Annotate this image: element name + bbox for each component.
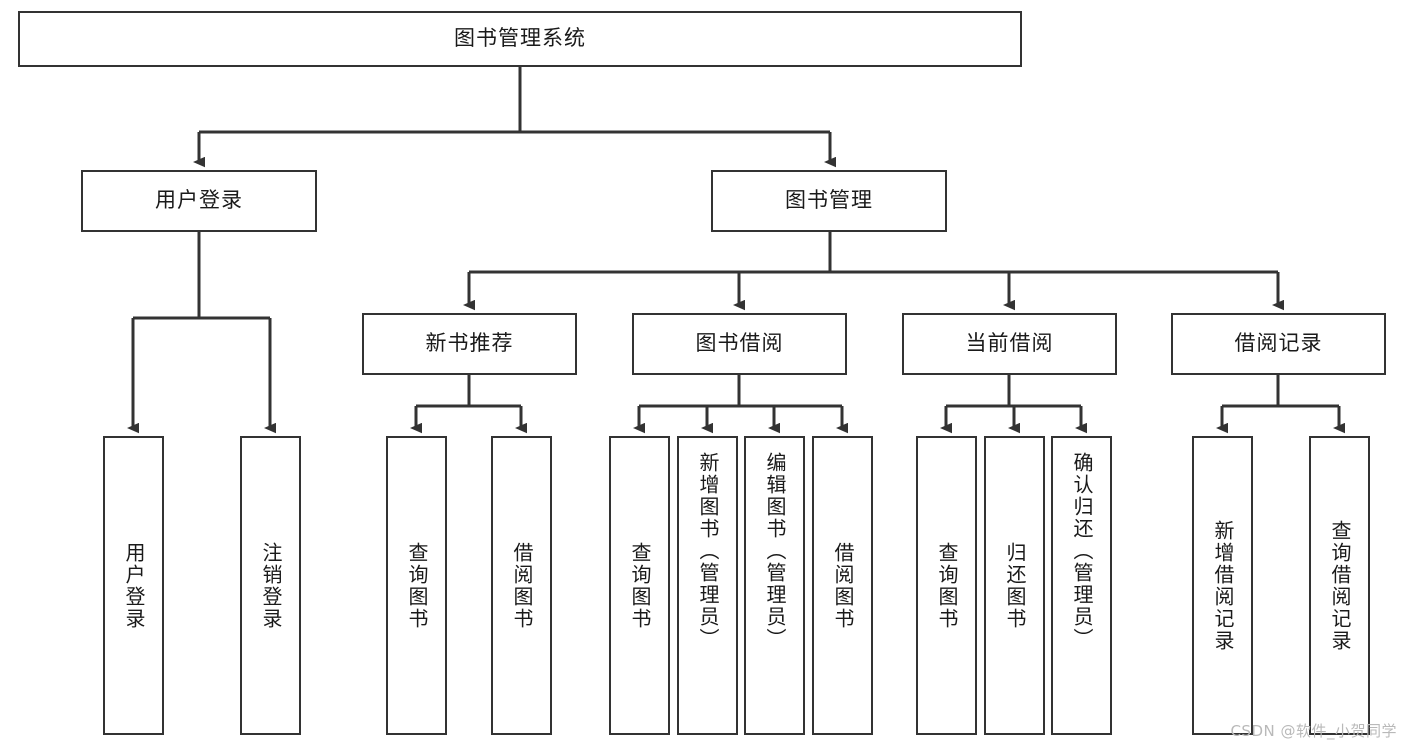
node-leaf-user-logout[interactable]: 注销登录 [240,436,301,735]
node-leaf-query-book-2[interactable]: 查询图书 [609,436,670,735]
node-leaf-return-book-label: 归还图书 [1003,541,1027,630]
node-book-borrow-label: 图书借阅 [695,331,784,356]
node-leaf-user-login-label: 用户登录 [122,541,146,630]
node-borrow-record[interactable]: 借阅记录 [1171,313,1386,375]
node-leaf-query-book-3-label: 查询图书 [935,541,959,630]
node-user-login[interactable]: 用户登录 [81,170,317,232]
node-user-login-label: 用户登录 [155,188,243,213]
node-leaf-return-book[interactable]: 归还图书 [984,436,1045,735]
node-leaf-edit-book-label: 编辑图书（管理员） [763,452,787,650]
csdn-watermark: CSDN @软件_小贺同学 [1230,722,1397,740]
node-root-label: 图书管理系统 [454,26,586,51]
edges-group [127,67,1345,434]
node-leaf-add-record[interactable]: 新增借阅记录 [1192,436,1253,735]
node-leaf-edit-book[interactable]: 编辑图书（管理员） [744,436,805,735]
node-root[interactable]: 图书管理系统 [18,11,1022,67]
node-leaf-add-book-label: 新增图书（管理员） [696,452,720,650]
node-borrow-record-label: 借阅记录 [1234,331,1323,356]
node-leaf-query-record-label: 查询借阅记录 [1328,519,1352,652]
node-leaf-borrow-book-2-label: 借阅图书 [831,541,855,630]
node-leaf-user-login[interactable]: 用户登录 [103,436,164,735]
node-leaf-borrow-book-1-label: 借阅图书 [510,541,534,630]
node-leaf-query-book-1-label: 查询图书 [405,541,429,630]
node-leaf-query-book-1[interactable]: 查询图书 [386,436,447,735]
node-book-borrow[interactable]: 图书借阅 [632,313,847,375]
node-current-borrow-label: 当前借阅 [965,331,1054,356]
node-leaf-query-record[interactable]: 查询借阅记录 [1309,436,1370,735]
node-leaf-borrow-book-1[interactable]: 借阅图书 [491,436,552,735]
node-leaf-add-book[interactable]: 新增图书（管理员） [677,436,738,735]
node-leaf-user-logout-label: 注销登录 [259,541,283,630]
node-leaf-query-book-3[interactable]: 查询图书 [916,436,977,735]
node-new-book-rec-label: 新书推荐 [425,331,514,356]
node-book-manage-label: 图书管理 [785,188,873,213]
node-new-book-rec[interactable]: 新书推荐 [362,313,577,375]
node-current-borrow[interactable]: 当前借阅 [902,313,1117,375]
node-leaf-confirm-return-label: 确认归还（管理员） [1070,452,1094,650]
node-leaf-confirm-return[interactable]: 确认归还（管理员） [1051,436,1112,735]
node-leaf-query-book-2-label: 查询图书 [628,541,652,630]
node-leaf-add-record-label: 新增借阅记录 [1211,519,1235,652]
node-book-manage[interactable]: 图书管理 [711,170,947,232]
node-leaf-borrow-book-2[interactable]: 借阅图书 [812,436,873,735]
